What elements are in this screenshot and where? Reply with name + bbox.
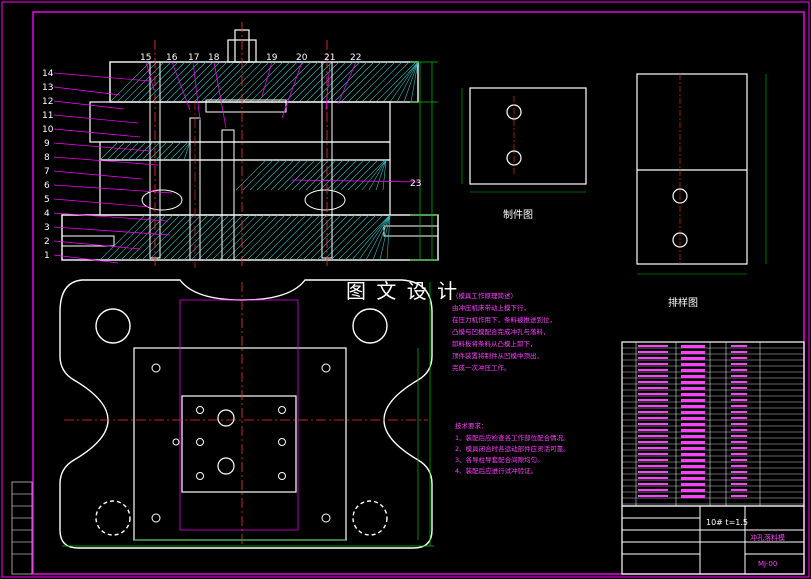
part-label-14: 14: [42, 69, 54, 79]
part-label-20: 20: [296, 53, 308, 63]
drawing-number: MJ-00: [758, 560, 777, 568]
part-drawing-label: 制件图: [503, 208, 533, 221]
tech-item: 2、模具闭合时各运动部件应灵活可靠。: [455, 444, 570, 453]
part-label-15: 15: [140, 53, 151, 63]
part-label-2: 2: [44, 237, 50, 247]
note-line: 在压力机作用下，条料被推送到位，: [452, 315, 556, 324]
part-label-16: 16: [166, 53, 178, 63]
watermark-text: 图 文 设 计: [346, 279, 459, 303]
part-label-1: 1: [44, 251, 50, 261]
tech-item: 3、各导柱导套配合间隙均匀。: [455, 455, 544, 464]
title-block: [621, 505, 805, 575]
part-label-11: 11: [42, 111, 53, 121]
inner-frame: [32, 11, 805, 575]
part-label-8: 8: [44, 153, 50, 163]
part-label-17: 17: [188, 53, 199, 63]
part-label-21: 21: [324, 53, 335, 63]
margin-block: [11, 481, 33, 575]
drawing-name: 冲孔落料模: [750, 533, 785, 542]
note-line: 凸模与凹模配合完成冲孔与落料，: [452, 327, 550, 336]
material-spec: 10# t=1.5: [706, 518, 748, 527]
section-view: [53, 22, 439, 268]
note-line: 由冲压机床带动上模下行，: [452, 303, 530, 312]
hatch-top-plate: [109, 61, 419, 103]
part-label-3: 3: [44, 223, 50, 233]
part-label-9: 9: [44, 139, 50, 149]
layout-drawing-label: 排样图: [668, 296, 698, 309]
part-label-18: 18: [208, 53, 220, 63]
layout-drawing: [636, 73, 767, 275]
part-label-23: 23: [410, 179, 421, 189]
plan-view: [59, 279, 434, 549]
part-label-13: 13: [42, 83, 53, 93]
bill-of-materials: [621, 341, 805, 507]
part-number-labels: 1 2 3 4 5 6 7 8 9 10 11 12 13 14 15 16 1…: [42, 53, 421, 261]
note-line: 顶件装置将制件从凹模中顶出，: [452, 351, 543, 360]
part-label-22: 22: [350, 53, 361, 63]
part-label-6: 6: [44, 181, 50, 191]
part-label-4: 4: [44, 209, 50, 219]
note-line: 卸料板将条料从凸模上卸下，: [452, 339, 537, 348]
part-label-7: 7: [44, 167, 50, 177]
part-label-19: 19: [266, 53, 278, 63]
part-label-5: 5: [44, 195, 50, 205]
note-line: 完成一次冲压工作。: [452, 363, 511, 372]
working-principle-notes: （模具工作原理简述） 由冲压机床带动上模下行， 在压力机作用下，条料被推送到位，…: [452, 291, 556, 372]
part-drawing: [461, 87, 587, 193]
note-line: （模具工作原理简述）: [452, 291, 517, 300]
part-label-10: 10: [42, 125, 54, 135]
part-label-12: 12: [42, 97, 53, 107]
tech-item: 4、装配后应进行试冲验证。: [455, 466, 537, 475]
technical-requirements: 技术要求： 1、装配后应检查各工作部位配合情况。 2、模具闭合时各运动部件应灵活…: [455, 421, 570, 475]
tech-title: 技术要求：: [455, 421, 488, 430]
tech-item: 1、装配后应检查各工作部位配合情况。: [455, 433, 570, 442]
